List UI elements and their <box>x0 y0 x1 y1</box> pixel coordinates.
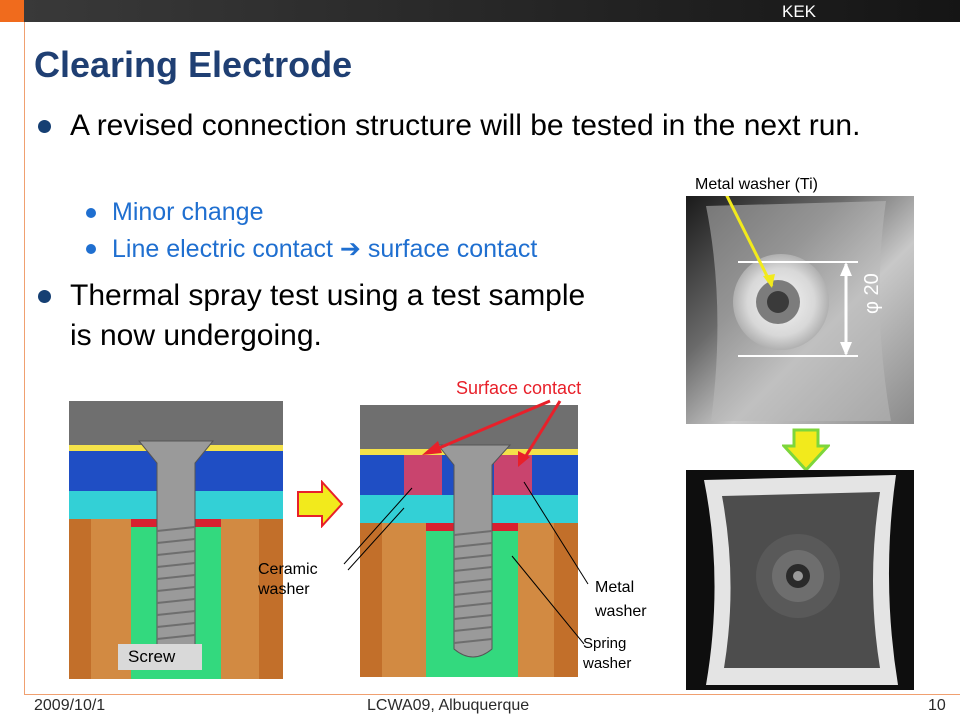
label-leaders <box>343 481 589 645</box>
sub-bullet-1: Minor change <box>112 198 264 226</box>
sub-bullet-2: Line electric contact ➔ surface contact <box>112 235 538 263</box>
before-cross-section <box>69 401 283 679</box>
surface-contact-arrows <box>422 399 562 467</box>
slide-title: Clearing Electrode <box>34 44 353 85</box>
surface-contact-label: Surface contact <box>456 378 582 398</box>
bullet-1-text: A revised connection structure will be t… <box>70 109 861 142</box>
footer-event: LCWA09, Albuquerque <box>367 697 530 714</box>
sub-bullet-dot <box>86 244 96 254</box>
metal-washer-ti-label: Metal washer (Ti) <box>695 176 818 193</box>
right-arrow-icon <box>297 480 344 528</box>
footer-date: 2009/10/1 <box>34 697 106 714</box>
right-arrow-icon: ➔ <box>339 235 361 263</box>
phi-20-dimension: φ 20 <box>861 273 883 314</box>
sprayed-sample-photo <box>686 470 914 690</box>
bullet-dot <box>38 120 51 133</box>
left-rule <box>24 22 25 694</box>
sub-bullet-dot <box>86 208 96 218</box>
screw-label-box <box>118 644 202 670</box>
bullet-dot <box>38 290 51 303</box>
org-label: KEK <box>782 2 817 21</box>
washer-photo: φ 20 <box>686 196 914 424</box>
spring-washer-label: Spring washer <box>583 635 632 672</box>
bullet-2-text: Thermal spray test using a test sample i… <box>70 279 586 352</box>
top-bar <box>0 0 960 22</box>
bottom-rule <box>24 694 960 695</box>
down-arrow-icon <box>782 428 830 472</box>
metal-washer-label: Metal washer <box>595 579 647 620</box>
ceramic-washer-label: Ceramic washer <box>258 561 318 598</box>
brand-accent <box>0 0 24 22</box>
after-cross-section <box>360 405 578 677</box>
screw-label: Screw <box>128 647 176 666</box>
footer-page-number: 10 <box>928 697 946 714</box>
